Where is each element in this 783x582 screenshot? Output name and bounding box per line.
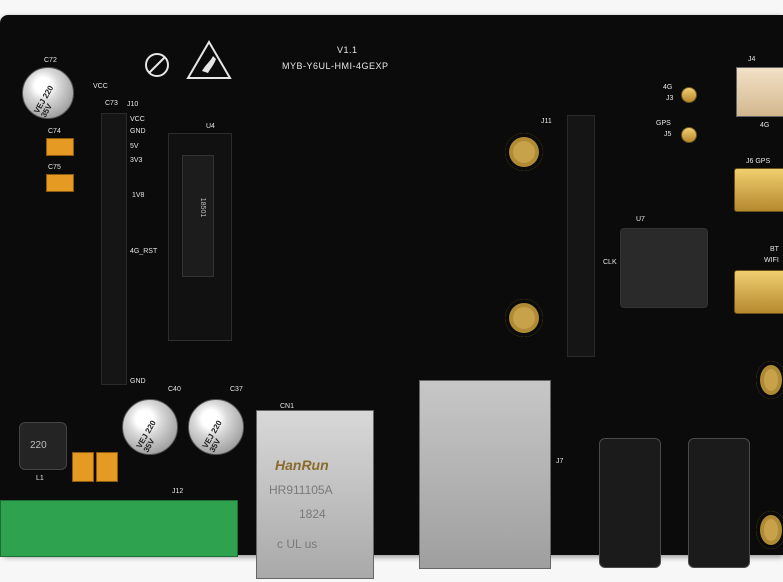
chip-u4: 18501	[182, 155, 214, 277]
label-gnd-j10-bottom: GND	[130, 378, 146, 385]
label-1v8: 1V8	[132, 192, 145, 199]
label-j5: J5	[664, 131, 672, 138]
u-fl-connector-j3	[681, 87, 697, 103]
esd-warning-icon	[186, 40, 232, 79]
label-u7: U7	[636, 216, 645, 223]
sma-connector-wifi	[734, 270, 783, 314]
label-c75: C75	[48, 164, 61, 171]
tantalum-ct2	[72, 452, 94, 482]
audio-jack-right	[688, 438, 750, 568]
pcb-board: V1.1 MYB-Y6UL-HMI-4GEXP VEJ 220 35V C72 …	[0, 15, 783, 579]
inductor-l1-text: 220	[30, 440, 47, 451]
rj45-ul-mark: c UL us	[277, 537, 318, 551]
sma-connector-j4	[736, 67, 783, 117]
label-wifi: WIFI	[764, 257, 779, 264]
capacitor-c72-label: VEJ 220 35V	[32, 83, 56, 120]
label-4g-top: 4G	[663, 84, 673, 91]
label-j3: J3	[666, 95, 674, 102]
label-3v3: 3V3	[130, 157, 143, 164]
rj45-connector-cn1: HanRun HR911105A 1824 c UL us	[256, 410, 374, 579]
label-l1: L1	[36, 475, 44, 482]
header-j11	[567, 115, 595, 357]
mounting-hole-4	[756, 511, 783, 549]
mounting-hole-1	[505, 133, 543, 171]
sma-connector-j6	[734, 168, 783, 212]
label-j6-gps: J6 GPS	[746, 158, 771, 165]
label-c37: C37	[230, 386, 243, 393]
label-vcc: VCC	[93, 83, 108, 90]
audio-jack-left	[599, 438, 661, 568]
mounting-hole-2	[505, 299, 543, 337]
rj45-date-code: 1824	[299, 507, 326, 521]
label-clk: CLK	[603, 259, 617, 266]
label-j11: J11	[541, 118, 552, 125]
capacitor-c37: VEJ 220 35V	[188, 399, 244, 455]
rj45-part-number: HR911105A	[269, 483, 333, 497]
label-cn1: CN1	[280, 403, 295, 410]
label-j4: J4	[748, 56, 756, 63]
board-version: V1.1	[337, 45, 358, 55]
inductor-l1: 220	[19, 422, 67, 470]
label-c73: C73	[105, 100, 118, 107]
capacitor-c72: VEJ 220 35V	[22, 67, 74, 119]
rj45-brand: HanRun	[275, 457, 329, 473]
label-j12: J12	[172, 488, 184, 495]
module-u7	[620, 228, 708, 308]
label-bt: BT	[770, 246, 779, 253]
sd-card-slot-j7	[419, 380, 551, 569]
chip-u4-text: 18501	[199, 197, 207, 218]
label-4g-rst: 4G_RST	[130, 248, 158, 255]
label-u4: U4	[206, 123, 215, 130]
capacitor-c40-label: VEJ 220 35V	[134, 418, 158, 454]
label-5v: 5V	[130, 143, 139, 150]
label-c40: C40	[168, 386, 181, 393]
label-gnd-j10: GND	[130, 128, 146, 135]
label-gps: GPS	[656, 120, 671, 127]
tantalum-c75	[46, 174, 74, 192]
label-4g-right: 4G	[760, 122, 770, 129]
label-c74: C74	[48, 128, 61, 135]
mounting-hole-3	[756, 361, 783, 399]
board-model: MYB-Y6UL-HMI-4GEXP	[282, 61, 389, 71]
label-c72: C72	[44, 57, 57, 64]
capacitor-c40: VEJ 220 35V	[122, 399, 178, 455]
tantalum-c74	[46, 138, 74, 156]
pb-free-icon	[145, 53, 169, 77]
header-j10	[101, 113, 127, 385]
tantalum-ct1	[96, 452, 118, 482]
u-fl-connector-j5	[681, 127, 697, 143]
label-j7: J7	[556, 458, 564, 465]
capacitor-c37-label: VEJ 220 35V	[200, 418, 224, 454]
terminal-block-j12	[0, 500, 238, 557]
label-j10: J10	[127, 101, 139, 108]
label-vcc-j10: VCC	[130, 116, 145, 123]
